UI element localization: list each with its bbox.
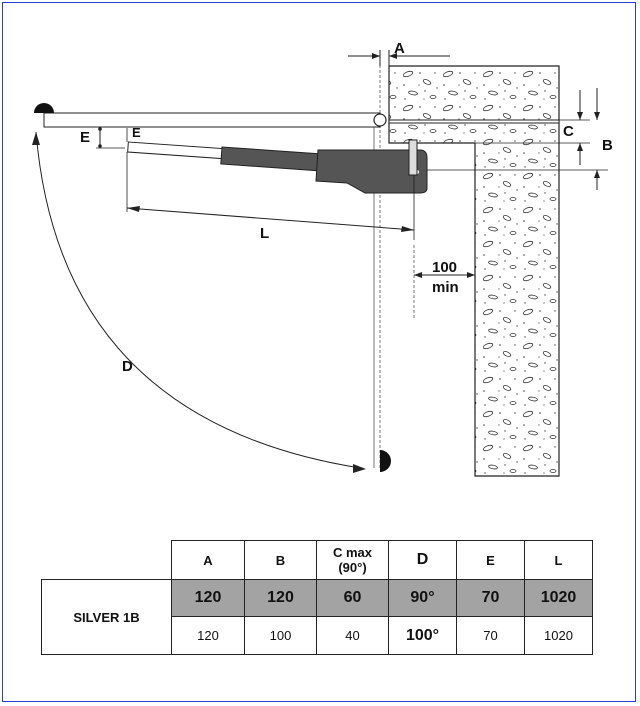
header-l: L [524,540,593,580]
row1-c: 60 [316,579,389,617]
actuator-tube [220,146,323,172]
swing-arc [35,131,361,469]
concrete-pillar [388,65,560,477]
header-row: A B C max (90°) D E L [41,540,593,580]
row2-l: 1020 [524,616,593,655]
table-row: 120 100 40 100° 70 1020 [42,616,593,655]
rear-bracket [408,139,418,176]
gate-end-closed [34,103,54,113]
label-l: L [260,225,269,242]
row2-e: 70 [456,616,525,655]
label-e-left: E [80,129,90,146]
header-a: A [171,540,245,580]
table-corner [41,540,172,580]
row2-b: 100 [244,616,317,655]
label-min: min [432,279,459,296]
header-d: D [388,540,457,580]
label-b: B [602,137,613,154]
table-row: SILVER 1B 120 120 60 90° 70 1020 [41,579,593,655]
row2-c: 40 [316,616,389,655]
header-c-max: C max (90°) [316,540,389,580]
spec-table: A B C max (90°) D E L SILVER 1B 120 120 … [41,540,593,655]
label-e-top: E [132,125,141,140]
actuator-motor [315,149,428,194]
header-e: E [456,540,525,580]
row1-b: 120 [244,579,317,617]
row2-a: 120 [171,616,245,655]
label-c: C [563,123,574,140]
row1-e: 70 [456,579,525,617]
gate-end-open [380,450,391,472]
label-a: A [394,40,405,57]
model-name: SILVER 1B [41,579,172,655]
pillar-plate [388,119,560,124]
row1-a: 120 [171,579,245,617]
row1-l: 1020 [524,579,593,617]
actuator-rod [127,141,225,160]
row1-d: 90° [388,579,457,617]
row2-d: 100° [388,616,457,655]
gate-leaf-closed [43,112,381,128]
header-b: B [244,540,317,580]
label-d: D [122,358,133,375]
label-100: 100 [432,259,457,276]
installation-diagram: A C B D E E L 100 min [32,40,613,477]
